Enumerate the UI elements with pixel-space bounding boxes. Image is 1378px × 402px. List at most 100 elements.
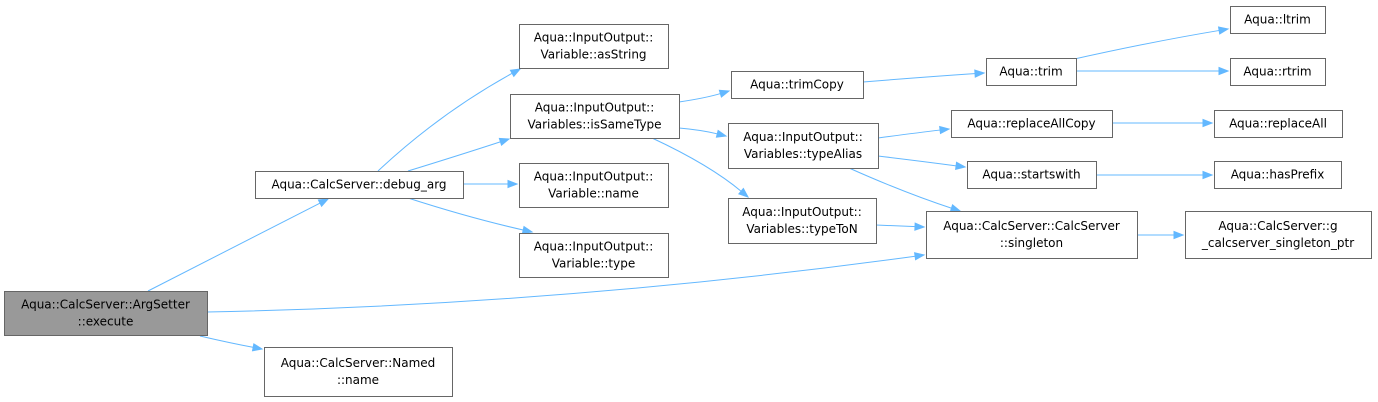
arrowhead-trim-to-rtrim [1218, 66, 1230, 76]
node-box-vars_typeToN[interactable] [728, 198, 877, 244]
node-box-var_asString[interactable] [519, 24, 669, 69]
arrowhead-execute-to-named_name [251, 343, 264, 352]
node-var_asString[interactable]: Aqua::InputOutput::Variable::asString [519, 24, 669, 69]
node-label-vars_typeAlias-0: Aqua::InputOutput:: [743, 130, 863, 144]
arrowhead-execute-to-debug_arg [317, 198, 330, 208]
arrowhead-vars_isSameType-to-vars_typeToN [738, 187, 750, 198]
node-label-trimCopy-0: Aqua::trimCopy [750, 78, 844, 92]
arrowhead-startswith-to-hasPrefix [1202, 170, 1214, 180]
node-box-ltrim[interactable] [1230, 6, 1326, 34]
arrowhead-debug_arg-to-var_asString [509, 68, 522, 78]
node-box-startswith[interactable] [967, 161, 1097, 189]
node-box-vars_typeAlias[interactable] [728, 123, 879, 169]
node-label-execute-1: ::execute [78, 315, 134, 329]
edge-vars_isSameType-to-vars_typeAlias [678, 127, 719, 135]
arrowhead-vars_isSameType-to-trimCopy [718, 89, 731, 98]
node-label-var_asString-0: Aqua::InputOutput:: [534, 31, 654, 45]
edge-debug_arg-to-vars_isSameType [407, 141, 502, 172]
node-trim[interactable]: Aqua::trim [986, 58, 1077, 86]
node-box-trimCopy[interactable] [731, 71, 864, 99]
node-box-debug_arg[interactable] [255, 171, 464, 199]
node-label-var_name-0: Aqua::InputOutput:: [534, 170, 654, 184]
node-singleton[interactable]: Aqua::CalcServer::CalcServer::singleton [926, 211, 1138, 259]
edge-execute-to-singleton [206, 255, 917, 313]
edge-vars_typeAlias-to-singleton [848, 167, 953, 209]
node-label-g_ptr-1: _calcserver_singleton_ptr [1201, 236, 1354, 250]
node-label-named_name-1: ::name [337, 373, 379, 387]
edge-vars_typeAlias-to-startswith [877, 155, 958, 167]
edge-trimCopy-to-trim [862, 73, 977, 83]
node-replaceAll[interactable]: Aqua::replaceAll [1214, 110, 1343, 138]
arrowhead-trim-to-ltrim [1217, 26, 1230, 35]
arrowhead-singleton-to-g_ptr [1173, 230, 1185, 240]
arrowhead-replaceAllCopy-to-replaceAll [1202, 118, 1214, 128]
node-box-var_type[interactable] [519, 233, 669, 278]
node-box-singleton[interactable] [926, 211, 1138, 259]
node-debug_arg[interactable]: Aqua::CalcServer::debug_arg [255, 171, 464, 199]
node-box-rtrim[interactable] [1230, 58, 1326, 86]
node-vars_isSameType[interactable]: Aqua::InputOutput::Variables::isSameType [510, 94, 680, 139]
arrowhead-debug_arg-to-vars_isSameType [498, 137, 511, 146]
arrowhead-vars_typeToN-to-singleton [914, 222, 926, 231]
node-var_name[interactable]: Aqua::InputOutput::Variable::name [519, 163, 669, 208]
edge-trim-to-ltrim [1069, 29, 1221, 61]
node-label-ltrim-0: Aqua::ltrim [1244, 13, 1311, 27]
node-ltrim[interactable]: Aqua::ltrim [1230, 6, 1326, 34]
node-label-vars_isSameType-0: Aqua::InputOutput:: [535, 101, 655, 115]
node-label-vars_typeToN-0: Aqua::InputOutput:: [742, 205, 862, 219]
node-box-hasPrefix[interactable] [1214, 161, 1342, 189]
edge-vars_typeAlias-to-replaceAllCopy [877, 129, 942, 139]
node-startswith[interactable]: Aqua::startswith [967, 161, 1097, 189]
node-vars_typeAlias[interactable]: Aqua::InputOutput::Variables::typeAlias [728, 123, 879, 169]
node-label-replaceAllCopy-0: Aqua::replaceAllCopy [967, 117, 1095, 131]
edges-layer [147, 26, 1230, 352]
node-box-var_name[interactable] [519, 163, 669, 208]
node-box-replaceAllCopy[interactable] [951, 110, 1113, 138]
edge-vars_isSameType-to-trimCopy [678, 92, 722, 103]
node-label-rtrim-0: Aqua::rtrim [1243, 65, 1311, 79]
node-label-var_type-0: Aqua::InputOutput:: [534, 240, 654, 254]
edge-debug_arg-to-var_asString [377, 72, 514, 172]
arrowhead-vars_typeAlias-to-replaceAllCopy [939, 125, 951, 135]
arrowhead-debug_arg-to-var_name [507, 179, 519, 189]
node-label-hasPrefix-0: Aqua::hasPrefix [1231, 168, 1325, 182]
arrowhead-vars_typeAlias-to-singleton [949, 204, 962, 213]
edge-execute-to-named_name [199, 335, 255, 349]
node-box-replaceAll[interactable] [1214, 110, 1343, 138]
arrowhead-trimCopy-to-trim [974, 69, 986, 78]
node-box-trim[interactable] [986, 58, 1077, 86]
node-replaceAllCopy[interactable]: Aqua::replaceAllCopy [951, 110, 1113, 138]
node-label-trim-0: Aqua::trim [999, 65, 1062, 79]
node-execute[interactable]: Aqua::CalcServer::ArgSetter::execute [4, 291, 208, 336]
edge-vars_isSameType-to-vars_typeToN [651, 137, 743, 193]
node-label-g_ptr-0: Aqua::CalcServer::g [1218, 219, 1337, 233]
node-label-vars_typeAlias-1: Variables::typeAlias [744, 147, 862, 161]
node-label-var_name-1: Variable::name [548, 187, 639, 201]
node-label-replaceAll-0: Aqua::replaceAll [1229, 117, 1327, 131]
node-label-var_asString-1: Variable::asString [540, 48, 646, 62]
node-label-named_name-0: Aqua::CalcServer::Named [281, 356, 436, 370]
node-hasPrefix[interactable]: Aqua::hasPrefix [1214, 161, 1342, 189]
node-box-execute[interactable] [4, 291, 208, 336]
arrowhead-vars_isSameType-to-vars_typeAlias [715, 129, 728, 138]
node-var_type[interactable]: Aqua::InputOutput::Variable::type [519, 233, 669, 278]
arrowhead-vars_typeAlias-to-startswith [955, 161, 967, 170]
node-label-singleton-0: Aqua::CalcServer::CalcServer [943, 219, 1120, 233]
node-g_ptr[interactable]: Aqua::CalcServer::g_calcserver_singleton… [1185, 211, 1372, 259]
node-vars_typeToN[interactable]: Aqua::InputOutput::Variables::typeToN [728, 198, 877, 244]
node-box-g_ptr[interactable] [1185, 211, 1372, 259]
edge-execute-to-debug_arg [147, 202, 322, 292]
node-rtrim[interactable]: Aqua::rtrim [1230, 58, 1326, 86]
node-trimCopy[interactable]: Aqua::trimCopy [731, 71, 864, 99]
node-named_name[interactable]: Aqua::CalcServer::Named::name [264, 347, 453, 397]
node-label-singleton-1: ::singleton [1000, 236, 1063, 250]
edge-vars_typeToN-to-singleton [875, 224, 917, 228]
node-box-vars_isSameType[interactable] [510, 94, 680, 139]
node-box-named_name[interactable] [264, 347, 453, 397]
arrowhead-execute-to-singleton [914, 252, 926, 261]
edge-debug_arg-to-var_type [407, 197, 525, 231]
node-label-startswith-0: Aqua::startswith [982, 168, 1080, 182]
node-label-execute-0: Aqua::CalcServer::ArgSetter [21, 298, 190, 312]
node-label-var_type-1: Variable::type [552, 257, 635, 271]
